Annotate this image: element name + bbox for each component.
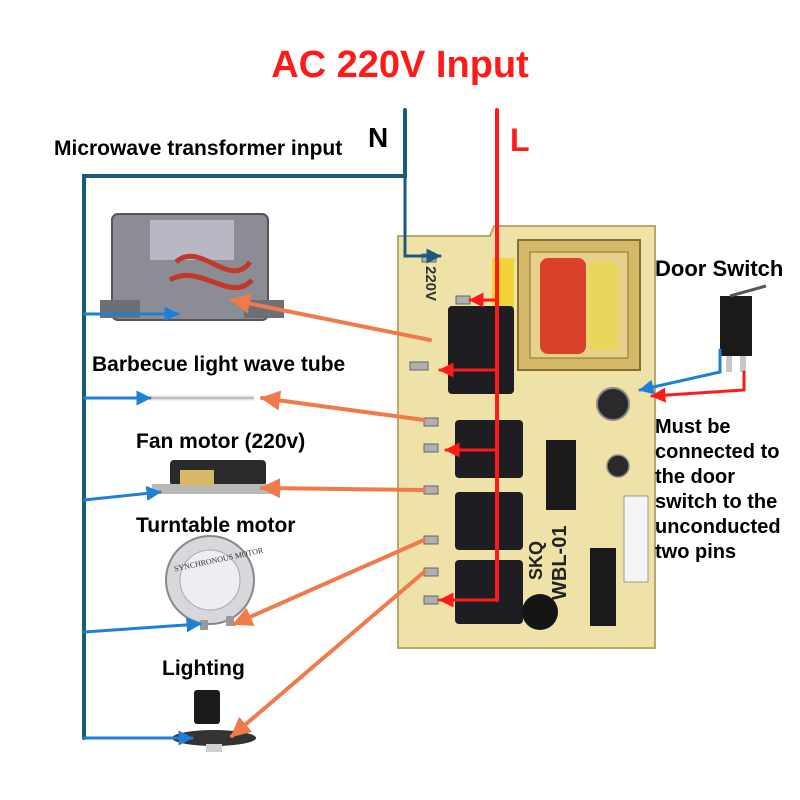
small-capacitor bbox=[606, 454, 630, 478]
door-switch-note: Must be connected to the door switch to … bbox=[655, 416, 781, 563]
ic-chip-2 bbox=[590, 548, 616, 626]
relay-3 bbox=[455, 492, 523, 550]
load-wires bbox=[230, 293, 432, 738]
neutral-label: N bbox=[368, 122, 389, 153]
board-brand-text: SKQ bbox=[526, 541, 546, 580]
fan-motor bbox=[152, 460, 270, 494]
turntable-motor bbox=[165, 535, 255, 630]
ribbon-connector bbox=[623, 495, 649, 583]
bbq-tube-label: Barbecue light wave tube bbox=[92, 353, 346, 376]
door-switch bbox=[720, 284, 767, 372]
live-label: L bbox=[510, 122, 530, 158]
buzzer bbox=[522, 594, 558, 630]
door-switch-label: Door Switch bbox=[655, 256, 784, 281]
microwave-transformer bbox=[100, 213, 284, 321]
live-wires bbox=[438, 108, 746, 608]
relay-4 bbox=[455, 560, 523, 624]
board-transformer bbox=[517, 239, 641, 371]
electrolytic-capacitor bbox=[596, 387, 630, 421]
lighting-label: Lighting bbox=[162, 657, 245, 680]
board-voltage-text: 220V bbox=[422, 266, 439, 301]
fan-motor-label: Fan motor (220v) bbox=[136, 430, 306, 453]
ic-chip-1 bbox=[546, 440, 576, 510]
control-board bbox=[397, 225, 656, 649]
diagram-title: AC 220V Input bbox=[271, 44, 529, 86]
relay-1 bbox=[448, 306, 514, 394]
turntable-label: Turntable motor bbox=[136, 514, 296, 537]
transformer-label: Microwave transformer input bbox=[54, 137, 343, 160]
neutral-wires bbox=[82, 108, 442, 746]
lighting-bulb bbox=[172, 690, 256, 752]
board-model-text: WBL-01 bbox=[549, 526, 571, 600]
